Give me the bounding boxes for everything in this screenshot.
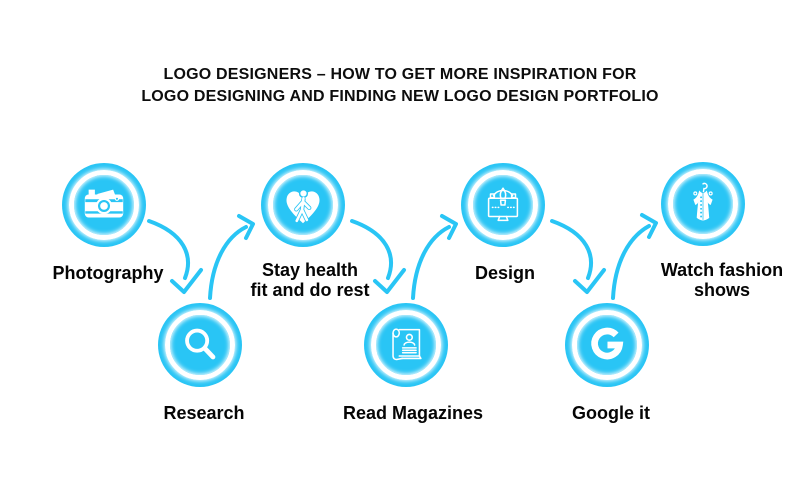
label-design: Design xyxy=(474,263,535,283)
magnifier-icon xyxy=(185,328,216,360)
circle-ring xyxy=(468,170,538,240)
arrow-read-magazines-to-design xyxy=(411,214,458,300)
label-research: Research xyxy=(163,403,245,423)
node-google-it xyxy=(565,303,649,387)
node-stay-health xyxy=(261,163,345,247)
page-title: LOGO DESIGNERS – HOW TO GET MORE INSPIRA… xyxy=(141,66,659,105)
node-photography xyxy=(62,163,146,247)
magazine-icon xyxy=(392,328,422,361)
node-design xyxy=(461,163,545,247)
circle-ring xyxy=(572,310,642,380)
dress-icon xyxy=(693,182,713,221)
label-photography: Photography xyxy=(52,263,164,283)
heart-walker-icon xyxy=(286,188,320,224)
design-monitor-icon xyxy=(487,187,519,222)
label-stay-health: Stay health fit and do rest xyxy=(250,260,370,300)
circle-ring xyxy=(668,169,738,239)
label-read-magazines: Read Magazines xyxy=(342,403,484,423)
circle-ring xyxy=(165,310,235,380)
node-read-magazines xyxy=(364,303,448,387)
node-research xyxy=(158,303,242,387)
camera-icon xyxy=(84,189,124,218)
circle-ring xyxy=(69,170,139,240)
node-watch-fashion xyxy=(661,162,745,246)
label-google-it: Google it xyxy=(572,403,650,423)
circle-ring xyxy=(371,310,441,380)
circle-ring xyxy=(268,170,338,240)
google-g-icon xyxy=(591,327,624,360)
label-watch-fashion: Watch fashion shows xyxy=(660,260,784,300)
